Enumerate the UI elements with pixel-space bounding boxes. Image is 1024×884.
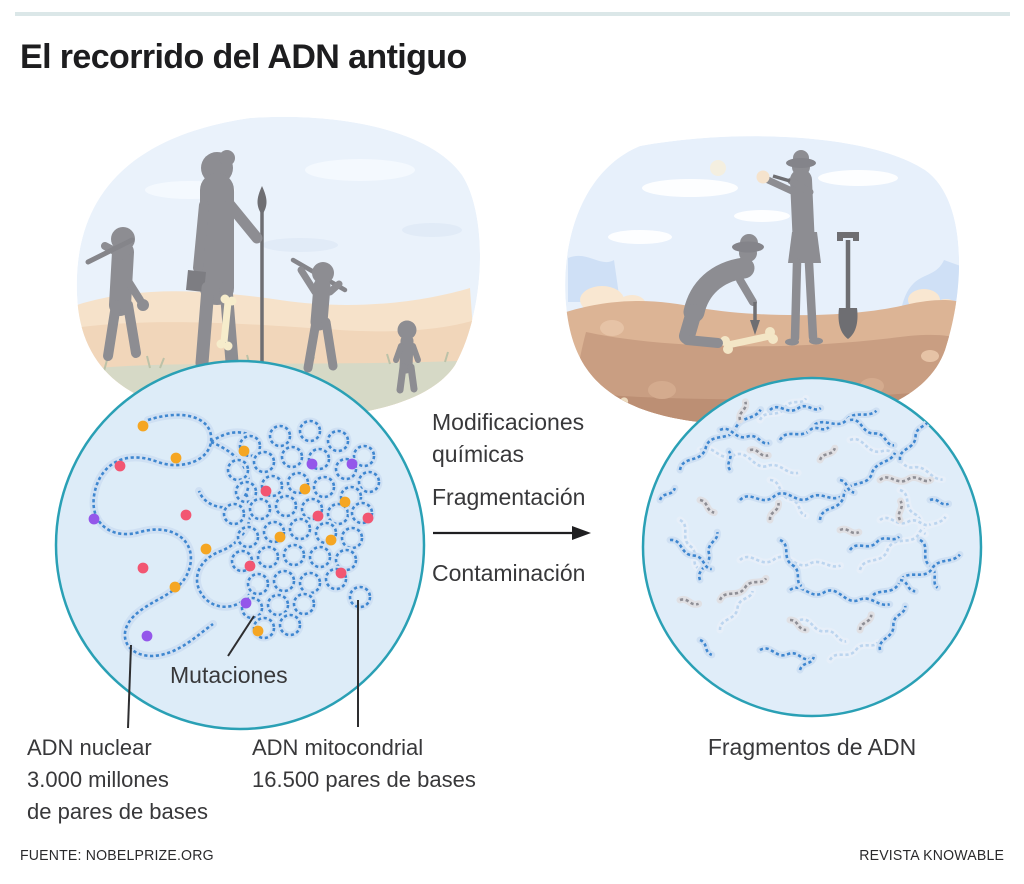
hand-axe-icon	[186, 270, 206, 292]
silhouette-toddler	[393, 320, 421, 394]
nuclear-dna-strand	[89, 410, 259, 661]
clouds	[608, 170, 898, 244]
leader-nuclear-dna	[127, 644, 132, 729]
publisher-credit: REVISTA KNOWABLE	[859, 847, 1004, 864]
process-step-fragmentation: Fragmentación	[432, 484, 586, 510]
trowel-icon	[750, 302, 760, 335]
silhouette-female	[85, 227, 149, 361]
silhouette-boy	[290, 257, 348, 373]
mutations-label: Mutaciones	[170, 662, 288, 688]
dna-fragments-label: Fragmentos de ADN	[707, 734, 917, 760]
mitochondrial-dna-label: ADN mitocondrial 16.500 pares de bases	[252, 735, 476, 792]
buried-bone-icon	[593, 397, 630, 421]
accent-topline	[15, 12, 1010, 16]
shovel-icon	[837, 232, 859, 339]
spearhead-icon	[257, 186, 267, 215]
dna-fragments-circle	[641, 376, 983, 718]
hat-icon	[732, 241, 764, 253]
original-dna-circle	[54, 359, 426, 731]
source-credit: FUENTE: NOBELPRIZE.ORG	[20, 847, 214, 864]
nuclear-dna-label: ADN nuclear 3.000 millones de pares de b…	[27, 735, 209, 824]
process-step-modifications: Modificaciones químicas	[432, 409, 585, 467]
silhouette-kneeling-archaeologist	[679, 234, 764, 348]
digging-stick-icon	[85, 237, 135, 265]
process-step-contamination: Contaminación	[432, 560, 586, 586]
process-arrow	[433, 526, 591, 540]
bone-icon	[216, 294, 237, 351]
mutation-dots	[88, 420, 374, 642]
silhouette-standing-archaeologist	[756, 150, 823, 346]
excavated-bone-icon	[720, 327, 778, 354]
artifact-icon	[756, 170, 770, 184]
leader-mutations	[227, 615, 255, 657]
brush-icon	[772, 174, 791, 183]
hat-icon	[786, 158, 816, 168]
sun-icon	[710, 160, 726, 176]
page-title: El recorrido del ADN antiguo	[20, 38, 467, 76]
